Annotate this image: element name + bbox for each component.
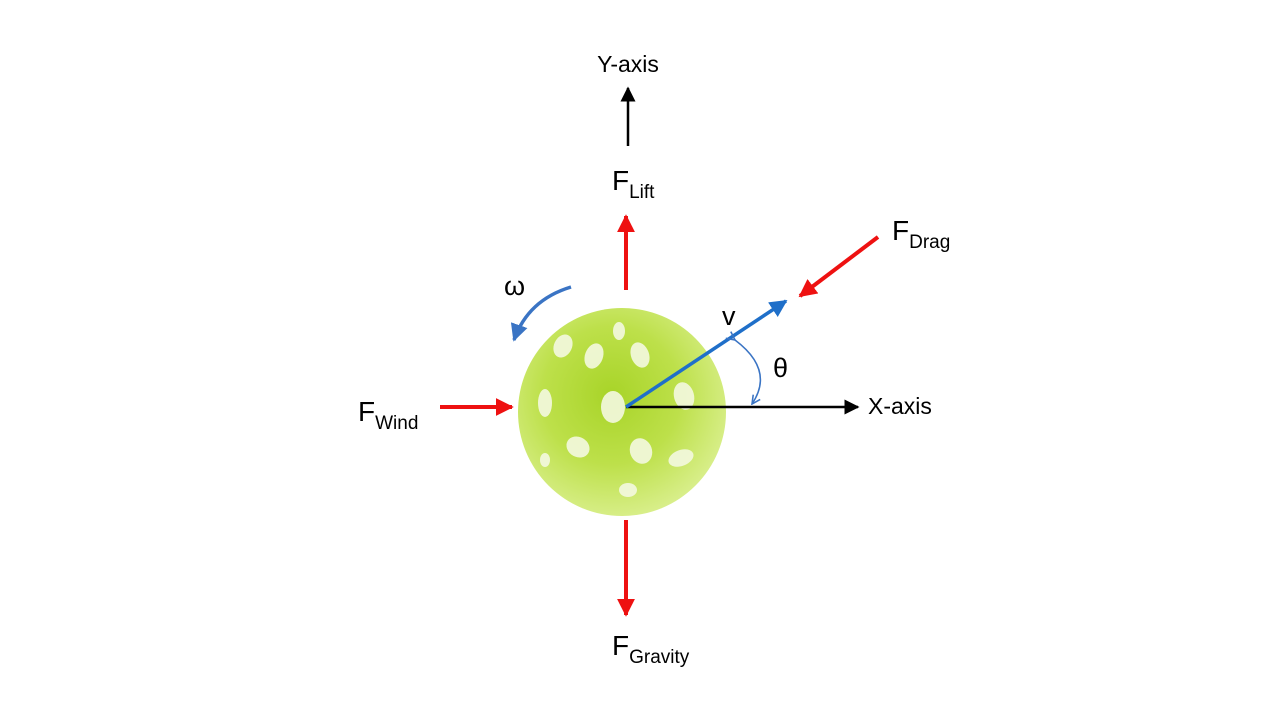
omega-label: ω (504, 271, 525, 301)
theta-label: θ (773, 353, 788, 383)
x-axis-label: X-axis (868, 393, 932, 419)
spin-arrow (510, 285, 572, 342)
wind-force-label: FWind (358, 396, 418, 434)
theta-angle-arc (735, 340, 762, 404)
y-axis-label: Y-axis (597, 51, 659, 77)
lift-force-label: FLift (612, 165, 655, 203)
velocity-label: v (722, 301, 736, 331)
drag-force-arrow (798, 235, 880, 298)
velocity-arrow (625, 299, 788, 409)
drag-force-label: FDrag (892, 215, 950, 253)
pickleball-icon (518, 308, 726, 516)
gravity-force-label: FGravity (612, 630, 690, 668)
